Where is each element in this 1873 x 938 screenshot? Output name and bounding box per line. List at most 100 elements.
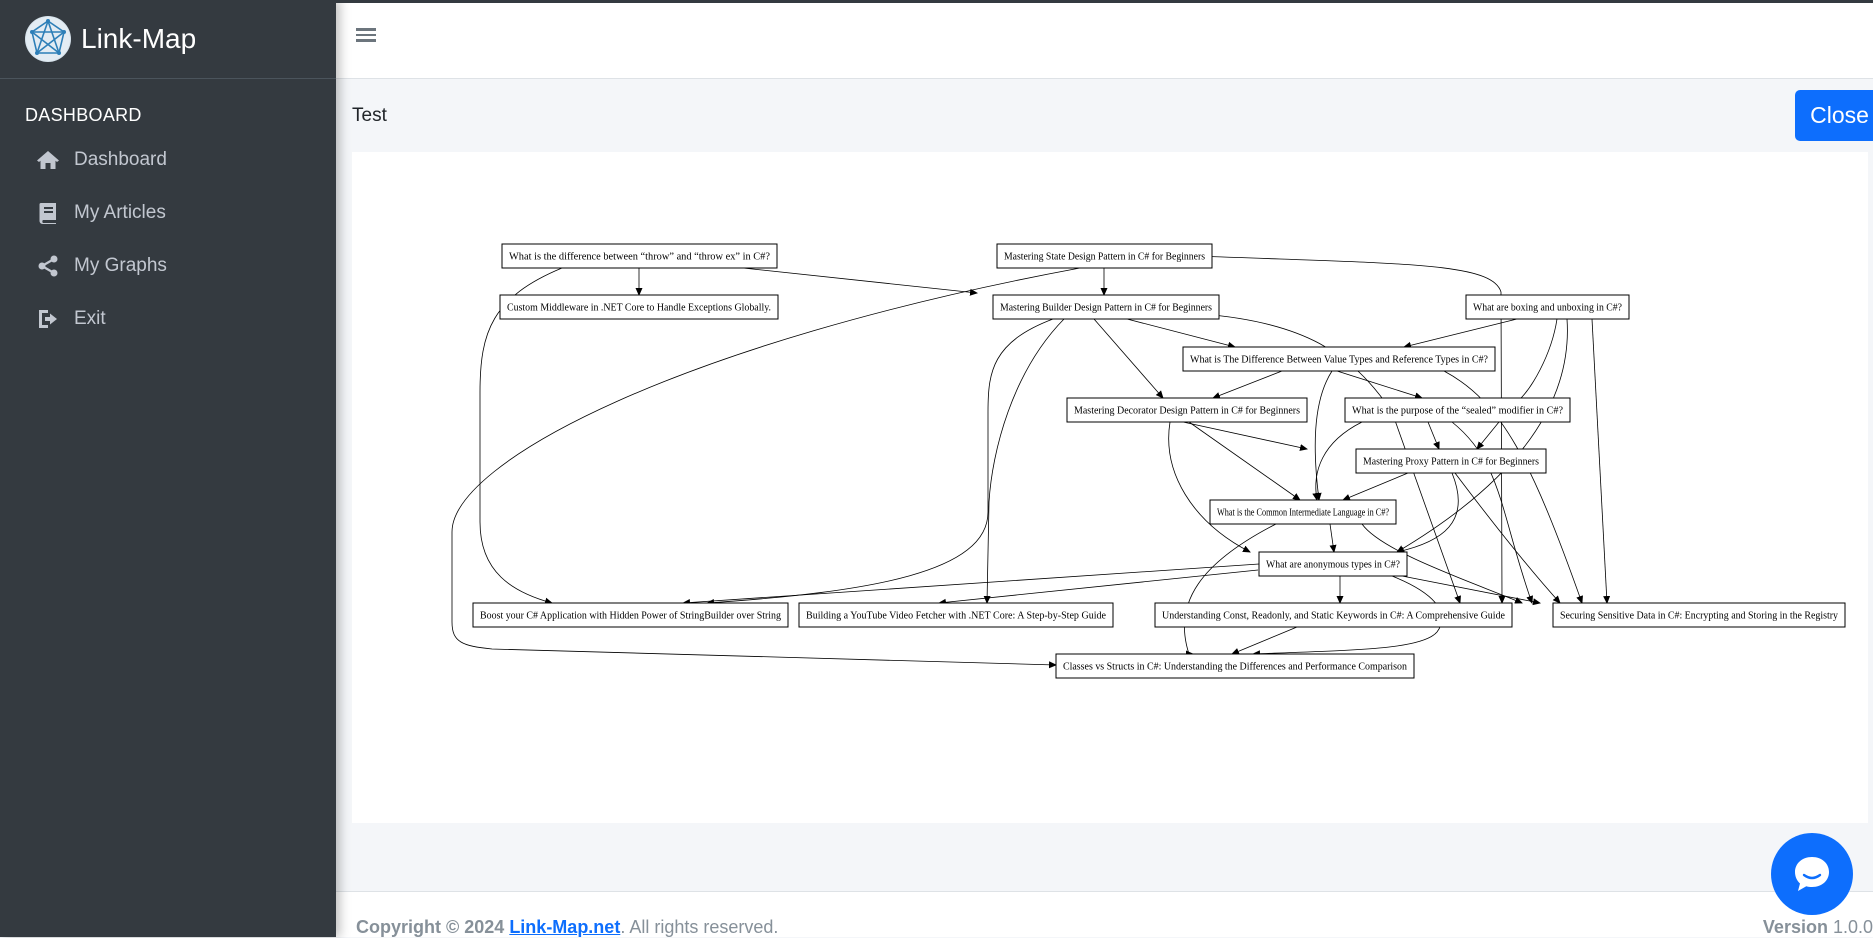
- graph-node[interactable]: What is The Difference Between Value Typ…: [1182, 346, 1496, 372]
- graph-node-label: Mastering Builder Design Pattern in C# f…: [1000, 303, 1212, 314]
- graph-node-label: What are boxing and unboxing in C#?: [1473, 303, 1623, 314]
- graph-edge: [1231, 626, 1298, 655]
- sidebar-item-my-graphs[interactable]: My Graphs: [0, 239, 336, 292]
- graph-node[interactable]: Building a YouTube Video Fetcher with .N…: [798, 602, 1114, 628]
- graph-edge: [1396, 318, 1568, 553]
- sidebar-item-label: My Graphs: [74, 254, 167, 276]
- graph-svg: What is the difference between “throw” a…: [451, 243, 1846, 679]
- graph-node-label: Mastering Decorator Design Pattern in C#…: [1074, 406, 1300, 417]
- graph-node-label: Understanding Const, Readonly, and Stati…: [1162, 611, 1506, 622]
- graph-node[interactable]: Understanding Const, Readonly, and Stati…: [1154, 602, 1513, 628]
- graph-node-label: Custom Middleware in .NET Core to Handle…: [507, 303, 771, 314]
- sidebar-item-label: Dashboard: [74, 148, 167, 170]
- chat-bubble-icon: [1795, 857, 1829, 891]
- sidebar-item-label: Exit: [74, 307, 106, 329]
- graph-node-box: [798, 602, 1114, 628]
- sidebar-item-dashboard[interactable]: Dashboard: [0, 133, 336, 186]
- graph-node[interactable]: Securing Sensitive Data in C#: Encryptin…: [1552, 602, 1846, 628]
- graph-edge: [1196, 255, 1506, 604]
- chat-widget-button[interactable]: [1771, 833, 1853, 915]
- graph-edge: [742, 267, 978, 296]
- book-icon: [36, 201, 60, 225]
- graph-edge: [1126, 318, 1236, 349]
- graph-node-label: What are anonymous types in C#?: [1266, 560, 1401, 571]
- graph-node-box: [1552, 602, 1846, 628]
- graph-edge: [1454, 472, 1561, 604]
- graph-node-label: What is the purpose of the “sealed” modi…: [1352, 406, 1564, 417]
- graph-node-box: [1055, 653, 1415, 679]
- graph-node[interactable]: What is the Common Intermediate Language…: [1209, 499, 1397, 525]
- graph-node-box: [1182, 346, 1496, 372]
- page-header: Test Close: [352, 88, 1873, 146]
- app-name: Link-Map: [81, 23, 197, 54]
- graph-edge: [1336, 370, 1423, 400]
- graph-edge: [1476, 318, 1558, 450]
- graph-node[interactable]: What are boxing and unboxing in C#?: [1465, 294, 1630, 320]
- graph-edge: [451, 267, 1081, 669]
- graph-edge: [1427, 421, 1440, 450]
- close-button[interactable]: Close: [1795, 90, 1873, 141]
- copyright-suffix: . All rights reserved.: [620, 917, 779, 937]
- graph-edge: [1182, 421, 1308, 451]
- graph-node-box: [1465, 294, 1630, 320]
- main-content: Test Close What is the difference betwee…: [336, 0, 1873, 937]
- copyright-prefix: Copyright © 2024: [356, 917, 510, 937]
- graph-edge: [1342, 472, 1409, 501]
- graph-node-box: [992, 294, 1220, 320]
- top-navbar: [336, 3, 1873, 79]
- graph-edge: [1329, 523, 1337, 553]
- graph-node[interactable]: Mastering Decorator Design Pattern in C#…: [1066, 397, 1308, 423]
- version-info: Version 1.0.0: [1763, 917, 1873, 938]
- graph-node-label: Mastering State Design Pattern in C# for…: [1004, 252, 1205, 263]
- copyright: Copyright © 2024 Link-Map.net. All right…: [356, 917, 778, 938]
- sidebar-item-my-articles[interactable]: My Articles: [0, 186, 336, 239]
- brand[interactable]: Link-Map: [0, 0, 336, 79]
- sidebar: Link-Map DASHBOARD Dashboard My Articles…: [0, 0, 336, 937]
- graph-edge: [1451, 421, 1533, 604]
- graph-node[interactable]: Custom Middleware in .NET Core to Handle…: [499, 294, 779, 320]
- graph-node[interactable]: What is the purpose of the “sealed” modi…: [1344, 397, 1571, 423]
- graph-edge: [1403, 318, 1518, 349]
- version-label: Version: [1762, 917, 1828, 937]
- page-title: Test: [352, 105, 387, 126]
- graph-edge: [1443, 370, 1583, 604]
- graph-edge: [1312, 421, 1363, 501]
- graph-node[interactable]: Boost your C# Application with Hidden Po…: [472, 602, 789, 628]
- graph-edge: [1093, 318, 1164, 399]
- sidebar-item-exit[interactable]: Exit: [0, 292, 336, 345]
- graph-node-box: [1258, 551, 1408, 577]
- graph-node[interactable]: Mastering Builder Design Pattern in C# f…: [992, 294, 1220, 320]
- graph-node-label: What is the difference between “throw” a…: [509, 252, 771, 263]
- graph-node[interactable]: Mastering State Design Pattern in C# for…: [996, 243, 1213, 269]
- graph-node-label: Boost your C# Application with Hidden Po…: [480, 611, 781, 622]
- graph-edge: [1361, 523, 1523, 604]
- graph-node-label: Classes vs Structs in C#: Understanding …: [1063, 662, 1407, 673]
- graph-node-box: [1355, 448, 1547, 474]
- graph-node[interactable]: What is the difference between “throw” a…: [501, 243, 778, 269]
- graph-node[interactable]: Classes vs Structs in C#: Understanding …: [1055, 653, 1415, 679]
- graph-edge: [983, 318, 1065, 604]
- graph-node-box: [1209, 499, 1397, 525]
- graph-node-label: What is The Difference Between Value Typ…: [1190, 355, 1489, 366]
- graph-node-label: What is the Common Intermediate Language…: [1217, 508, 1389, 519]
- graph-node-box: [1154, 602, 1513, 628]
- version-value: 1.0.0: [1827, 917, 1873, 937]
- graph-edge: [1252, 575, 1443, 658]
- graph-node-box: [1344, 397, 1571, 423]
- graph-node-box: [996, 243, 1213, 269]
- graph-node[interactable]: Mastering Proxy Pattern in C# for Beginn…: [1355, 448, 1547, 474]
- menu-toggle-icon[interactable]: [356, 25, 376, 45]
- graph-node-box: [499, 294, 779, 320]
- graph-edge: [706, 318, 1054, 607]
- graph-node[interactable]: What are anonymous types in C#?: [1258, 551, 1408, 577]
- graph-edge: [1184, 523, 1277, 658]
- graph-node-label: Securing Sensitive Data in C#: Encryptin…: [1560, 611, 1838, 622]
- graph-edge: [1188, 421, 1301, 501]
- nav-header: DASHBOARD: [25, 105, 142, 125]
- graph-edge: [682, 563, 1260, 607]
- graph-edge: [1591, 318, 1611, 604]
- graph-edge: [938, 569, 1259, 606]
- share-icon: [36, 254, 60, 278]
- graph-node-label: Mastering Proxy Pattern in C# for Beginn…: [1363, 457, 1539, 468]
- site-link[interactable]: Link-Map.net: [509, 917, 621, 937]
